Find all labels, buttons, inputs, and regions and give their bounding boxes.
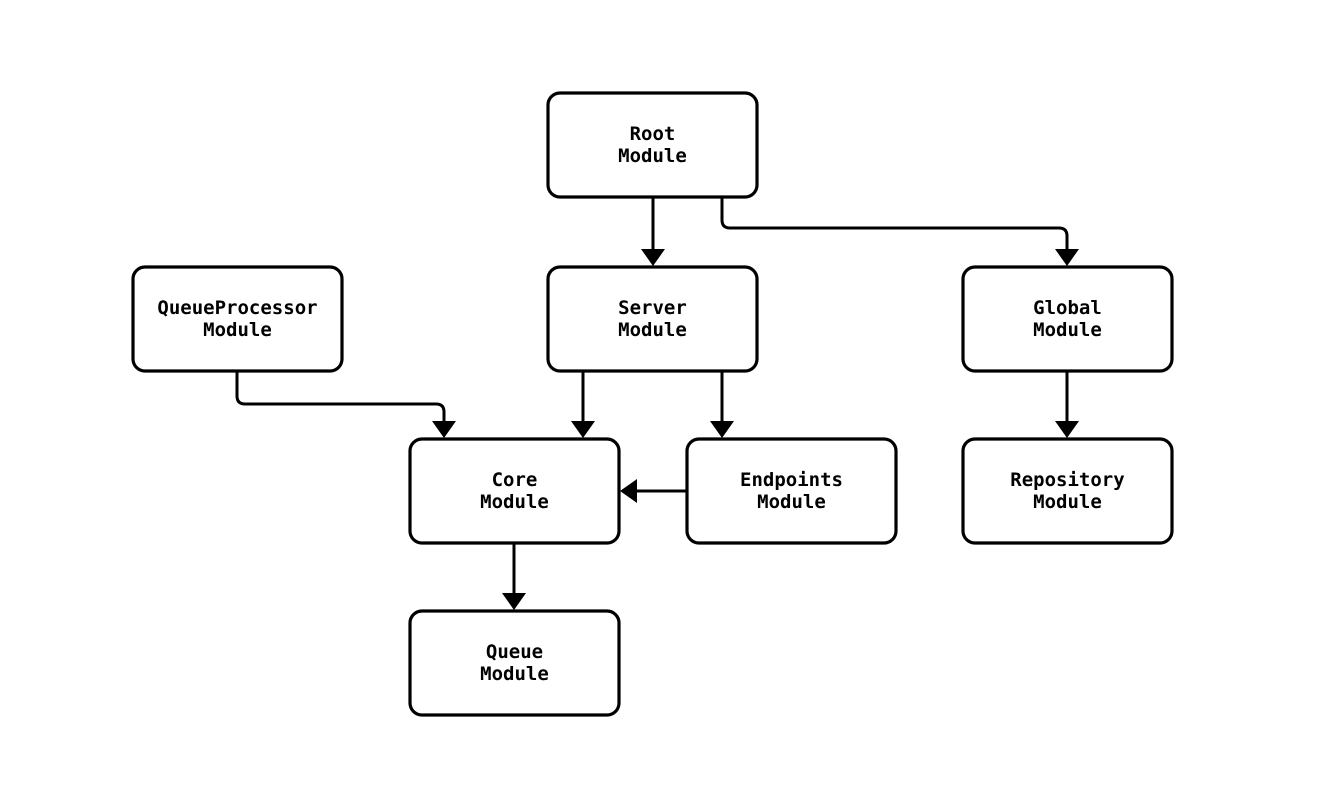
node-box xyxy=(961,437,1174,545)
node-box xyxy=(131,265,344,373)
edge-queueprocessor-to-core xyxy=(235,371,456,438)
node-box xyxy=(961,265,1174,373)
node-box xyxy=(408,609,621,717)
node-box xyxy=(546,265,759,373)
node-box xyxy=(408,437,621,545)
edge-layer xyxy=(235,197,1079,610)
node-box xyxy=(685,437,898,545)
node-box xyxy=(546,91,759,199)
edge-root-to-global xyxy=(720,197,1079,266)
